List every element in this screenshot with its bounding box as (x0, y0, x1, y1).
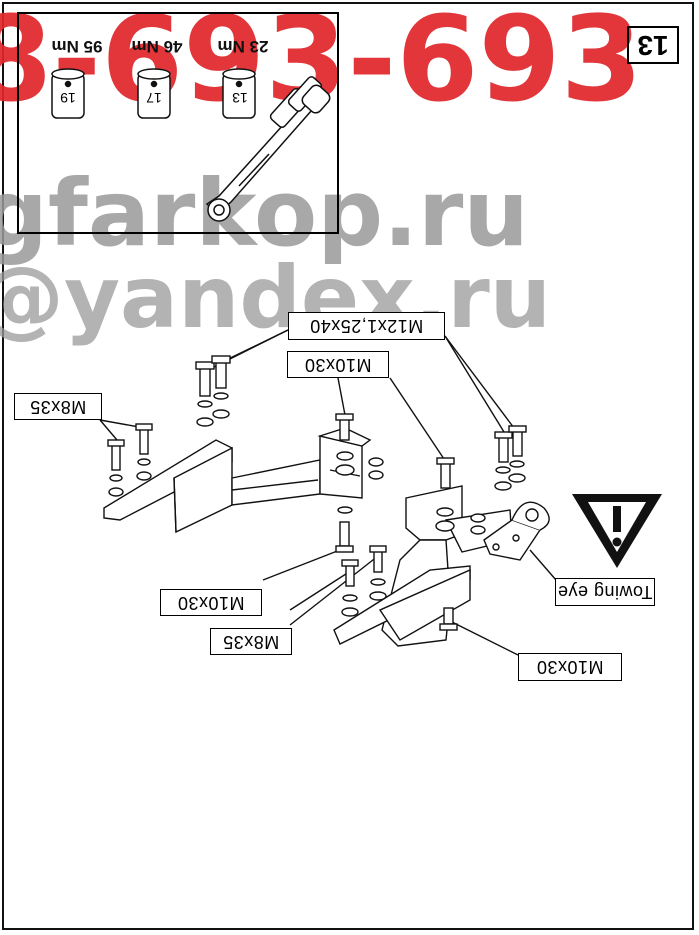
callout-m10x30-lower-left: M10x30 (160, 589, 262, 616)
step-number-box: 13 (627, 26, 679, 64)
callout-m10x30-top: M10x30 (287, 351, 389, 378)
watermark-site: gfarkop.ru (0, 160, 529, 267)
callout-m8x35-lower: M8x35 (210, 628, 292, 655)
callout-m12x1-25x40: M12x1,25x40 (288, 312, 445, 340)
leader-lines (99, 329, 557, 656)
right-bracket (333, 485, 513, 647)
watermark-email: @yandex.ru (0, 248, 551, 348)
callout-towing-eye: Towing eye (555, 578, 655, 606)
socket-icon (51, 68, 256, 119)
towing-eye-part (483, 501, 550, 561)
torque-tools-drawing (51, 68, 331, 222)
torque-wrench-icon (205, 76, 331, 222)
callout-m8x35-left: M8x35 (14, 393, 102, 420)
torque-spec-box: 23 Nm 46 Nm 95 Nm (17, 12, 339, 234)
washer-icon (108, 392, 526, 617)
left-bracket (103, 439, 321, 534)
bolt-icon (107, 355, 527, 631)
callout-m10x30-bottom-right: M10x30 (518, 653, 622, 681)
exclamation-triangle-icon (572, 494, 662, 568)
